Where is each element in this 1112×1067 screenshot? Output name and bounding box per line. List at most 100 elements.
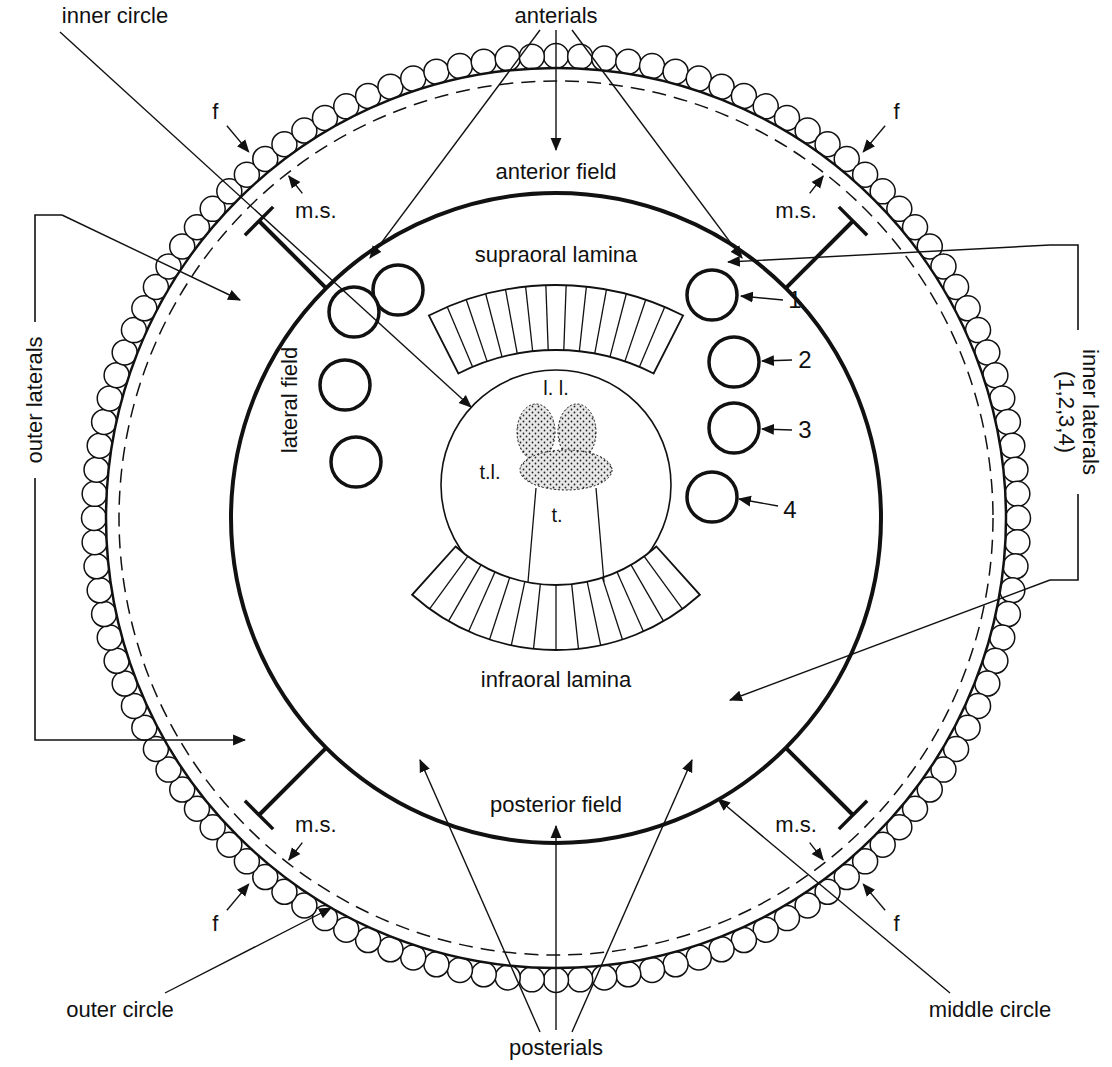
fringe-label: f <box>894 912 900 936</box>
part-label: outer circle <box>66 998 174 1022</box>
leader-arrow <box>289 843 303 860</box>
fringe-label: f <box>894 100 900 124</box>
supraoral-lamina-tooth-line <box>610 294 626 357</box>
fringe-papilla <box>87 578 112 603</box>
fringe-papilla <box>87 433 112 458</box>
field-divider <box>786 748 853 815</box>
fringe-papilla <box>1000 433 1025 458</box>
fringe-papilla <box>84 554 109 579</box>
lateral-teeth <box>320 265 759 522</box>
leader-lines <box>60 30 1050 1032</box>
supraoral-lamina-tooth-line <box>595 290 607 354</box>
fringe-papilla <box>995 409 1020 434</box>
leader-arrow <box>741 296 783 300</box>
infraoral-lamina <box>412 546 700 650</box>
lateral-tooth <box>709 337 759 387</box>
transverse-lingual-lamina <box>520 450 612 490</box>
fringe-papilla <box>447 54 472 79</box>
fringe-papilla <box>424 952 449 977</box>
infraoral-lamina-tooth-line <box>617 572 643 631</box>
fringe-papilla <box>663 952 688 977</box>
fringe-papilla <box>519 44 544 69</box>
fringe-papilla <box>995 602 1020 627</box>
field-divider-bar <box>839 801 867 829</box>
leader-arrow <box>227 126 249 152</box>
bracket-line <box>1050 245 1078 330</box>
infraoral-lamina-tooth-line <box>602 578 622 640</box>
lateral-tooth <box>687 472 737 522</box>
infraoral-lamina-tooth-line <box>511 582 525 646</box>
field-divider <box>786 221 853 288</box>
fringe-papilla <box>616 962 641 987</box>
sulcus-label: m.s. <box>295 813 337 837</box>
field-label: anterior field <box>495 160 616 184</box>
supraoral-lamina-tooth-line <box>564 285 566 350</box>
lamina-label: supraoral lamina <box>475 243 638 267</box>
lamina-label: infraoral lamina <box>481 668 631 692</box>
lateral-tooth <box>709 403 759 453</box>
fringe-papilla <box>82 530 107 555</box>
fringe-papilla <box>84 457 109 482</box>
teeth-group-label: posterials <box>509 1036 603 1060</box>
field-divider <box>259 221 326 288</box>
bracket-line <box>35 215 62 322</box>
callout-number: 2 <box>798 347 811 373</box>
infraoral-lamina-tooth-line <box>449 565 482 621</box>
fringe-papilla <box>1003 457 1028 482</box>
fringe-papilla <box>519 967 544 992</box>
infraoral-lamina-tooth-line <box>469 572 495 631</box>
fringe-papilla <box>92 602 117 627</box>
fringe-papilla <box>82 506 107 531</box>
bracket-line <box>35 478 62 740</box>
supraoral-lamina-tooth-line <box>526 287 533 352</box>
fringe-papilla <box>1006 506 1031 531</box>
fringe-papilla <box>592 46 617 71</box>
field-divider-bar <box>245 801 273 829</box>
supraoral-lamina-tooth-line <box>579 287 586 352</box>
teeth-group-label: inner laterals (1,2,3,4) <box>1054 327 1102 497</box>
leader-arrow <box>60 32 471 407</box>
callout-number: 3 <box>798 417 811 443</box>
fringe-papilla <box>447 957 472 982</box>
leader-arrow <box>572 30 742 258</box>
leader-arrow <box>62 215 240 300</box>
infraoral-lamina-outline <box>412 546 700 650</box>
infraoral-lamina-tooth-line <box>631 565 664 621</box>
leader-arrow <box>555 30 556 150</box>
fringe-papilla <box>97 625 122 650</box>
fringe-label: f <box>212 100 218 124</box>
leader-arrow <box>810 843 824 860</box>
leader-arrow <box>730 580 1050 700</box>
fringe-papilla <box>568 967 593 992</box>
fringe-papilla <box>640 957 665 982</box>
fringe-papilla <box>471 49 496 74</box>
field-divider-bar <box>245 207 273 235</box>
fringe-papilla <box>92 409 117 434</box>
lateral-tooth <box>687 270 737 320</box>
part-label: t. <box>551 504 562 526</box>
infraoral-lamina-tooth-line <box>430 556 468 609</box>
supraoral-lamina-tooth-line <box>546 285 548 350</box>
lateral-tooth <box>373 265 423 315</box>
callout-number: 4 <box>783 497 796 523</box>
supraoral-lamina-tooth-line <box>625 300 646 362</box>
teeth-group-label: anterials <box>514 4 597 28</box>
fringe-papilla <box>82 481 107 506</box>
sulcus-label: m.s. <box>775 813 817 837</box>
fringe-papilla <box>424 59 449 84</box>
fringe-label: f <box>212 912 218 936</box>
tongue-outline <box>596 488 604 582</box>
leader-arrow <box>62 739 245 740</box>
callout-number: 1 <box>788 287 801 313</box>
supraoral-lamina-tooth-line <box>506 290 518 354</box>
marginal-sulcus <box>119 81 993 955</box>
field-divider <box>259 748 326 815</box>
leader-arrow <box>863 884 885 910</box>
leader-arrow <box>555 826 556 1030</box>
field-divider-bar <box>839 207 867 235</box>
leader-arrow <box>165 908 331 993</box>
fringe-papilla <box>471 962 496 987</box>
leader-arrow <box>762 429 792 430</box>
fringe-papilla <box>568 44 593 69</box>
